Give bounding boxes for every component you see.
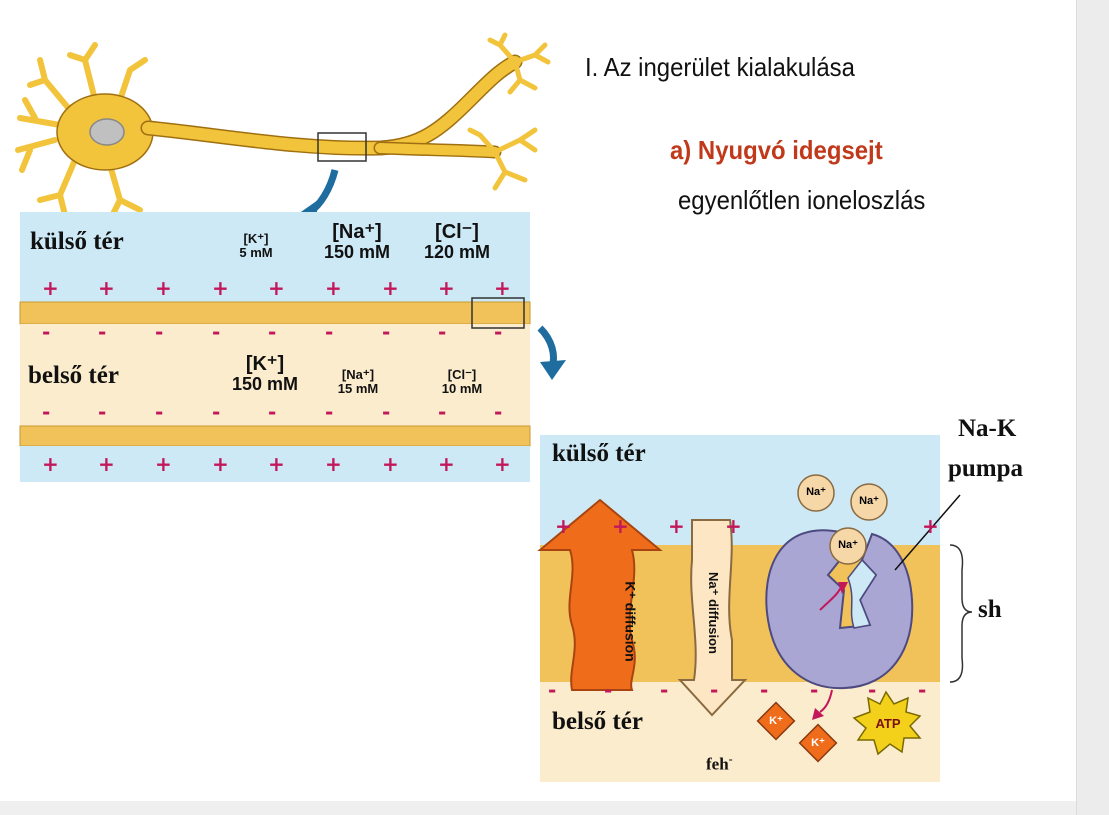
bottom-minus-mark: - (710, 678, 719, 702)
top-plus-mark: + (268, 452, 285, 476)
outer-ion-cl: [Cl⁻] 120 mM (423, 221, 491, 262)
top-plus-mark: + (42, 276, 59, 300)
bottom-plus-mark: + (555, 514, 572, 538)
top-minus-mark: - (325, 400, 334, 424)
inner-ion-cl: [Cl⁻] 10 mM (441, 367, 483, 396)
top-plus-mark: + (155, 276, 172, 300)
neuron-illustration (15, 32, 551, 223)
bottom-plus-mark: + (668, 514, 685, 538)
top-minus-mark: - (325, 320, 334, 344)
top-plus-mark: + (438, 276, 455, 300)
membrane-brace (949, 544, 973, 683)
bottom-plus-mark: + (612, 514, 629, 538)
top-minus-mark: - (212, 400, 221, 424)
bottom-plus-mark: + (922, 514, 939, 538)
inner-ion-k: [K⁺] 150 mM (231, 353, 299, 394)
bottom-plus-mark: + (725, 514, 742, 538)
top-minus-mark: - (382, 320, 391, 344)
top-minus-mark: - (494, 400, 503, 424)
na-k-pump (765, 529, 914, 720)
protein-label: feh- (706, 752, 733, 774)
top-minus-mark: - (42, 400, 51, 424)
top-minus-mark: - (42, 320, 51, 344)
zoom-box-membrane (471, 297, 525, 329)
top-minus-mark: - (438, 320, 447, 344)
top-minus-mark: - (212, 320, 221, 344)
bottom-outer-label: külső tér (552, 440, 646, 467)
window-edge (1076, 0, 1109, 815)
k-diffusion-label: K⁺ diffusion (622, 581, 639, 662)
k-diffusion-arrow (537, 498, 663, 691)
top-membrane-panel (19, 212, 531, 482)
bottom-minus-mark: - (760, 678, 769, 702)
pump-label-line1: Na-K (958, 415, 1017, 442)
top-plus-mark: + (494, 276, 511, 300)
bottom-minus-mark: - (660, 678, 669, 702)
k-ion-2-label: K⁺ (811, 737, 825, 749)
top-plus-mark: + (438, 452, 455, 476)
na-ion-1 (797, 474, 835, 512)
k-ion-1-label: K⁺ (769, 715, 783, 727)
top-outer-label: külső tér (30, 228, 124, 255)
bottom-minus-mark: - (918, 678, 927, 702)
na-ion-2 (850, 483, 888, 521)
bottom-minus-mark: - (548, 678, 557, 702)
membrane-label: sh (978, 596, 1002, 623)
outer-ion-na: [Na⁺] 150 mM (323, 221, 391, 262)
outer-ion-k: [K⁺] 5 mM (239, 231, 273, 260)
k-ion-2 (798, 723, 838, 763)
top-minus-mark: - (268, 320, 277, 344)
top-minus-mark: - (382, 400, 391, 424)
top-minus-mark: - (98, 320, 107, 344)
top-plus-mark: + (98, 276, 115, 300)
slide-description: egyenlőtlen ioneloszlás (678, 185, 926, 215)
top-plus-mark: + (494, 452, 511, 476)
na-ion-3-label: Na⁺ (838, 539, 858, 551)
top-plus-mark: + (325, 452, 342, 476)
na-ion-1-label: Na⁺ (806, 486, 826, 498)
top-minus-mark: - (438, 400, 447, 424)
top-minus-mark: - (98, 400, 107, 424)
atp-label: ATP (875, 716, 901, 731)
top-minus-mark: - (268, 400, 277, 424)
zoom-box-axon (317, 132, 367, 162)
top-plus-mark: + (155, 452, 172, 476)
top-minus-mark: - (155, 320, 164, 344)
slide-title: I. Az ingerület kialakulása (585, 52, 855, 82)
na-diffusion-arrow (677, 519, 748, 717)
top-plus-mark: + (212, 452, 229, 476)
na-diffusion-label: Na⁺ diffusion (706, 572, 721, 654)
top-plus-mark: + (325, 276, 342, 300)
na-ion-3 (829, 527, 867, 565)
atp-burst (852, 690, 922, 756)
bottom-minus-mark: - (810, 678, 819, 702)
bottom-minus-mark: - (604, 678, 613, 702)
pump-label-line2: pumpa (948, 455, 1024, 482)
top-plus-mark: + (42, 452, 59, 476)
k-ion-1 (756, 701, 796, 741)
inner-ion-na: [Na⁺] 15 mM (337, 367, 379, 396)
slide-subtitle: a) Nyugvó idegsejt (670, 135, 883, 165)
top-plus-mark: + (212, 276, 229, 300)
top-plus-mark: + (268, 276, 285, 300)
top-inner-label: belső tér (28, 362, 119, 389)
slide-canvas: I. Az ingerület kialakulása a) Nyugvó id… (0, 0, 1076, 801)
diagram-graphics (15, 32, 973, 782)
top-minus-mark: - (155, 400, 164, 424)
pump-leader-line (894, 494, 961, 571)
na-ion-2-label: Na⁺ (859, 495, 879, 507)
bottom-minus-mark: - (868, 678, 877, 702)
bottom-inner-label: belső tér (552, 708, 643, 735)
top-plus-mark: + (98, 452, 115, 476)
top-minus-mark: - (494, 320, 503, 344)
top-plus-mark: + (382, 276, 399, 300)
top-plus-mark: + (382, 452, 399, 476)
